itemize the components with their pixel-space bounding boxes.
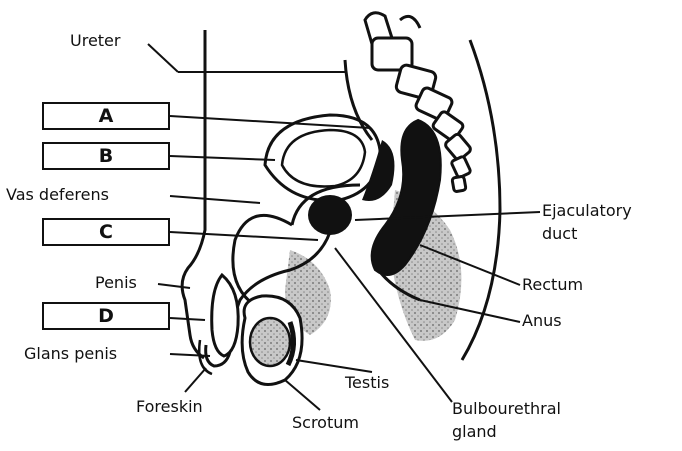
label-glans-penis: Glans penis (24, 345, 117, 363)
label-foreskin: Foreskin (136, 398, 203, 416)
label-rectum: Rectum (522, 276, 583, 294)
label-ejaculatory-line1: Ejaculatory (542, 202, 632, 220)
label-vas-deferens: Vas deferens (6, 186, 109, 204)
answer-box-d[interactable]: D (42, 302, 170, 330)
prostate (308, 195, 352, 235)
body-outline-front (182, 30, 205, 358)
label-testis: Testis (345, 374, 389, 392)
label-bulbourethral-line2: gland (452, 423, 497, 441)
answer-box-c[interactable]: C (42, 218, 170, 246)
answer-box-d-label: D (98, 305, 114, 327)
body-outline-back (462, 40, 500, 360)
label-ureter: Ureter (70, 32, 120, 50)
answer-box-b[interactable]: B (42, 142, 170, 170)
testis (250, 318, 290, 366)
label-bulbourethral-line1: Bulbourethral (452, 400, 561, 418)
label-penis: Penis (95, 274, 137, 292)
label-ejaculatory-line2: duct (542, 225, 577, 243)
penis-shaft (212, 275, 238, 356)
label-anus: Anus (522, 312, 562, 330)
answer-box-a-label: A (99, 105, 114, 127)
answer-box-c-label: C (99, 221, 113, 243)
answer-box-b-label: B (99, 145, 113, 167)
answer-box-a[interactable]: A (42, 102, 170, 130)
label-scrotum: Scrotum (292, 414, 359, 432)
